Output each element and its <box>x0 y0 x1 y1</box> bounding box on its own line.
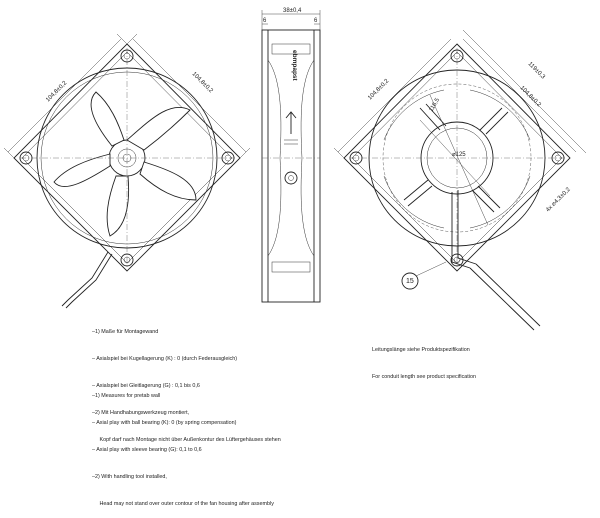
note-line: –2) Mit Handhabungswerkzeug montiert, <box>92 410 190 416</box>
back-view-right <box>333 29 587 331</box>
side-flange-right: 6 <box>314 18 318 24</box>
right-bore-dim: ⌀125 <box>452 152 466 158</box>
right-inner-dim: 116,5 <box>429 97 442 113</box>
side-width-dim: 38±0,4 <box>283 8 302 14</box>
note-line: Head may not stand over outer contour of… <box>92 501 274 507</box>
conduit-note: Leitungslänge siehe Produktspezifikation… <box>372 328 476 391</box>
right-outer-dim: 119±0,3 <box>527 61 547 81</box>
note-line: – Axialspiel bei Gleitlagerung (G) : 0,1… <box>92 383 200 389</box>
note-line: – Axial play with ball bearing (K): 0 (b… <box>92 420 237 426</box>
note-line: –1) Measures for pretab wall <box>92 393 161 399</box>
right-dim-a: 104,8±0,2 <box>367 78 391 102</box>
conduit-en: For conduit length see product specifica… <box>372 374 476 380</box>
front-view-left <box>3 33 251 309</box>
conduit-de: Leitungslänge siehe Produktspezifikation <box>372 347 470 353</box>
side-view <box>261 10 321 303</box>
notes-english: –1) Measures for pretab wall – Axial pla… <box>92 374 274 518</box>
callout-number: 15 <box>406 278 414 285</box>
left-dim-a: 104,8±0,2 <box>45 80 69 104</box>
note-line: –2) With handling tool installed, <box>92 474 167 480</box>
note-line: – Axialspiel bei Kugellagerung (K) : 0 (… <box>92 356 238 362</box>
side-flange-left: 6 <box>263 18 267 24</box>
left-dim-b: 104,8±0,2 <box>191 71 215 95</box>
note-line: –1) Maße für Montagewand <box>92 329 159 335</box>
note-line: – Axial play with sleeve bearing (G): 0,… <box>92 447 202 453</box>
brand-label: ebmpapst <box>291 50 298 82</box>
right-dim-b: 104,8±0,2 <box>519 85 543 109</box>
right-hole-dim: 4x ⌀4,3±0,2 <box>545 186 572 213</box>
fan-technical-drawing: 104,8±0,2 104,8±0,2 38±0,4 6 6 ebmpapst <box>3 8 587 331</box>
